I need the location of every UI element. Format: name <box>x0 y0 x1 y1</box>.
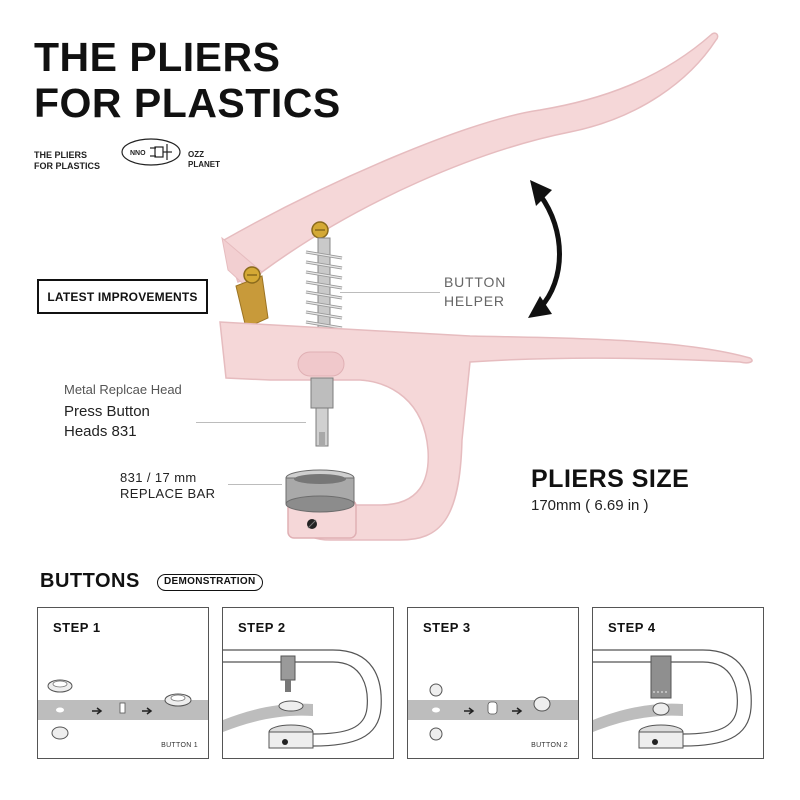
button-helper-callout: BUTTON HELPER <box>444 273 506 311</box>
brand-logo-text: NNO <box>130 150 146 157</box>
brand-name: OZZ PLANET <box>188 150 220 170</box>
step-3-panel: STEP 3 BUTTON 2 <box>407 607 579 759</box>
link-plate <box>235 275 269 329</box>
press-button-callout: Press Button Heads 831 <box>64 402 150 442</box>
brand-subtitle: THE PLIERS FOR PLASTICS <box>34 150 100 172</box>
pliers-size-title: PLIERS SIZE <box>531 465 690 493</box>
pliers-size-value: 170mm ( 6.69 in ) <box>531 497 649 514</box>
title-line-2: FOR PLASTICS <box>34 80 341 126</box>
button-helper-line-2: HELPER <box>444 293 505 309</box>
replace-bar-leader <box>228 484 282 485</box>
step-1-illustration <box>38 679 208 740</box>
replace-bar-callout: 831 / 17 mm REPLACE BAR <box>120 470 215 502</box>
title-line-1: THE PLIERS <box>34 34 281 80</box>
brand-sub-line-1: THE PLIERS <box>34 150 88 160</box>
replace-line-1: 831 / 17 mm <box>120 470 197 485</box>
step-2-label: STEP 2 <box>238 620 286 635</box>
button-helper-leader <box>340 292 440 293</box>
step-1-panel: STEP 1 BUTTON 1 <box>37 607 209 759</box>
buttons-section-title: BUTTONS <box>40 570 140 592</box>
upper-handle <box>223 32 719 284</box>
press-button-line-2: Heads 831 <box>64 423 137 440</box>
latest-improvements-box: LATEST IMPROVEMENTS <box>37 279 208 314</box>
button-helper-line-1: BUTTON <box>444 274 507 290</box>
step-3-illustration <box>408 683 578 741</box>
step-1-label: STEP 1 <box>53 620 101 635</box>
demonstration-badge: DEMONSTRATION <box>157 574 263 591</box>
press-button-head <box>310 377 334 447</box>
brand-right-line-2: PLANET <box>188 160 220 169</box>
step-2-panel: STEP 2 <box>222 607 394 759</box>
replace-bar <box>285 469 357 539</box>
press-button-line-1: Press Button <box>64 403 150 420</box>
metal-head-callout: Metal Replcae Head <box>64 382 182 397</box>
page-title: THE PLIERS FOR PLASTICS <box>34 34 341 126</box>
step-1-caption: BUTTON 1 <box>161 742 198 749</box>
motion-arrow-icon <box>528 180 562 318</box>
replace-line-2: REPLACE BAR <box>120 486 216 501</box>
step-4-label: STEP 4 <box>608 620 656 635</box>
step-4-panel: STEP 4 <box>592 607 764 759</box>
step-4-illustration <box>593 649 752 749</box>
lower-body <box>219 321 753 541</box>
step-2-illustration <box>223 649 382 749</box>
press-button-leader <box>196 422 306 423</box>
brand-sub-line-2: FOR PLASTICS <box>34 161 101 171</box>
step-3-caption: BUTTON 2 <box>531 742 568 749</box>
step-3-label: STEP 3 <box>423 620 471 635</box>
brand-logo: NNO <box>120 136 182 173</box>
brand-right-line-1: OZZ <box>188 150 204 159</box>
spring <box>305 237 343 349</box>
pliers-illustration <box>219 32 753 541</box>
